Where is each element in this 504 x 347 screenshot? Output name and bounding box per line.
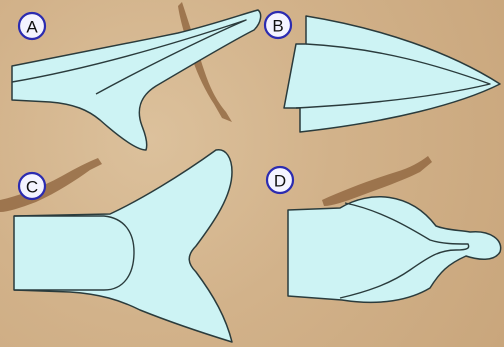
fossil-fish-left [0,158,102,212]
shape-c [14,150,232,342]
shape-c-outline [14,150,232,342]
badge-a-label: A [26,18,38,37]
badge-d-label: D [274,172,286,191]
shape-a [12,10,261,150]
shape-a-outline [12,10,261,150]
badge-c: C [19,173,45,199]
shape-d [288,197,501,303]
shape-b [284,16,500,132]
shape-d-outline [288,197,501,303]
shape-b-outline [284,16,500,132]
badge-a: A [19,13,45,39]
badge-c-label: C [26,178,38,197]
badge-b: B [265,12,291,38]
badge-d: D [267,167,293,193]
badge-b-label: B [272,17,283,36]
